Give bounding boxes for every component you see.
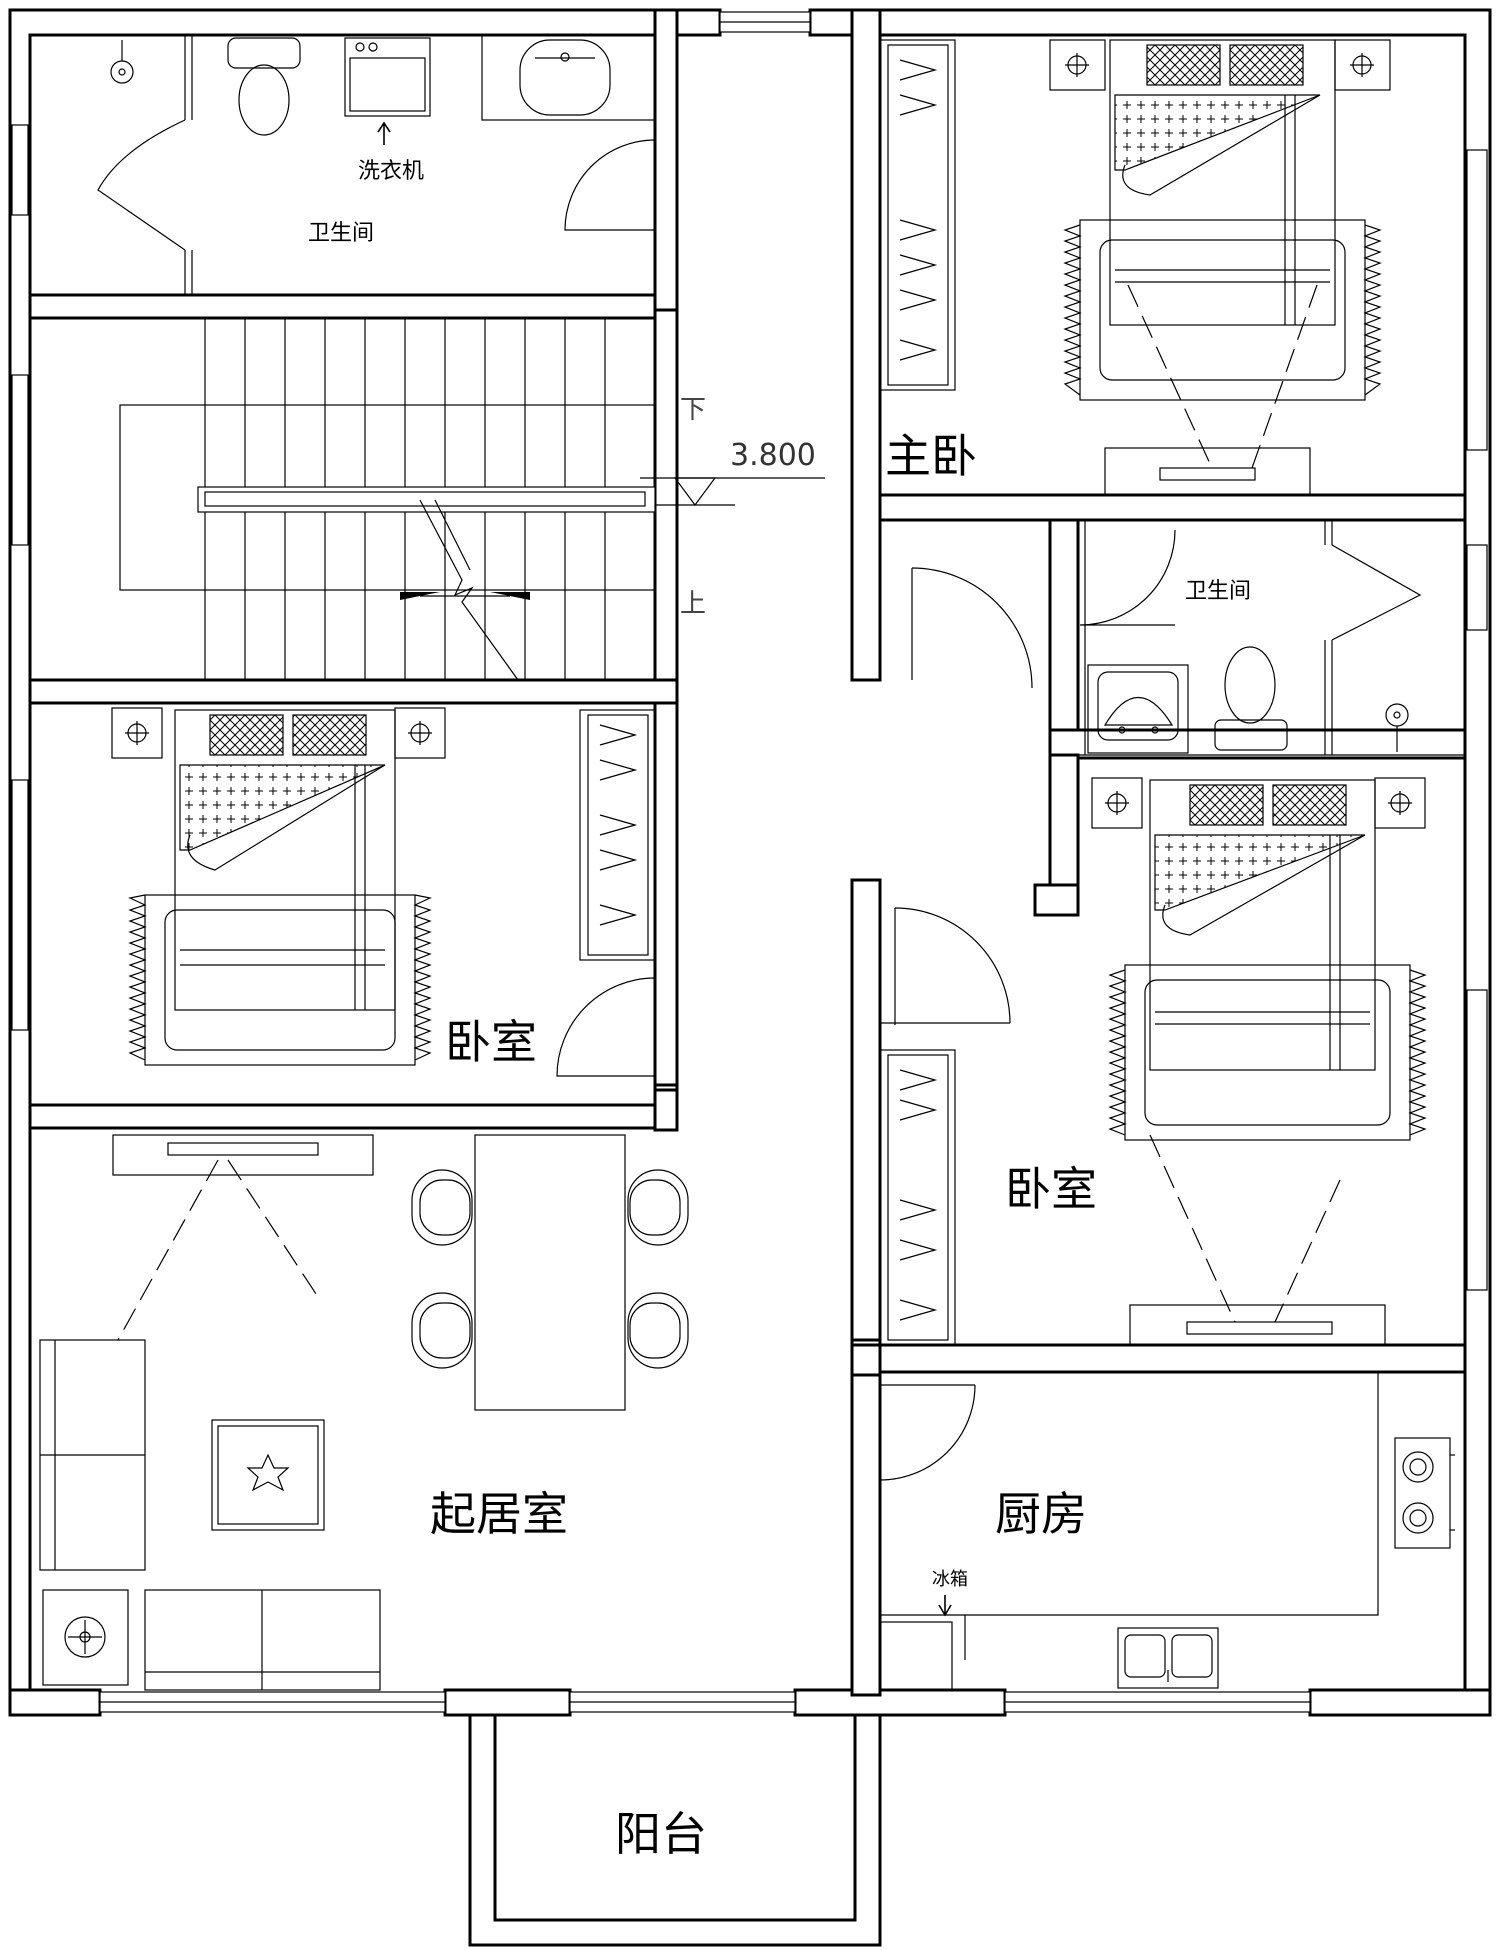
bathroom-top-left-label: 卫生间 [308,221,374,246]
stair-up-label: 上 [680,589,706,619]
right-bedroom-furniture [879,777,1427,1346]
kitchen-label: 厨房 [995,1487,1087,1541]
right-bedroom-label: 卧室 [1005,1162,1097,1216]
stairs [119,318,825,681]
refrigerator-label: 冰箱 [932,1569,968,1590]
balcony-outline [468,1713,882,1947]
windows [11,11,1488,1713]
left-bedroom-label: 卧室 [445,1015,537,1069]
bathroom-fixtures [97,34,656,295]
ensuite-fixtures [1078,519,1466,756]
master-bedroom-furniture [879,39,1391,689]
elevation-label: 3.800 [730,438,816,473]
walls [8,8,1492,1717]
balcony-label: 阳台 [615,1807,707,1861]
living-room-furniture [39,1134,689,1691]
living-room-label: 起居室 [430,1487,568,1541]
kitchen-fixtures [879,1372,1455,1691]
stair-down-label: 下 [680,395,706,425]
ensuite-bathroom-label: 卫生间 [1185,579,1251,604]
master-bedroom-label: 主卧 [885,429,977,483]
washing-machine-label: 洗衣机 [358,159,424,184]
left-bedroom-furniture [111,707,656,1077]
